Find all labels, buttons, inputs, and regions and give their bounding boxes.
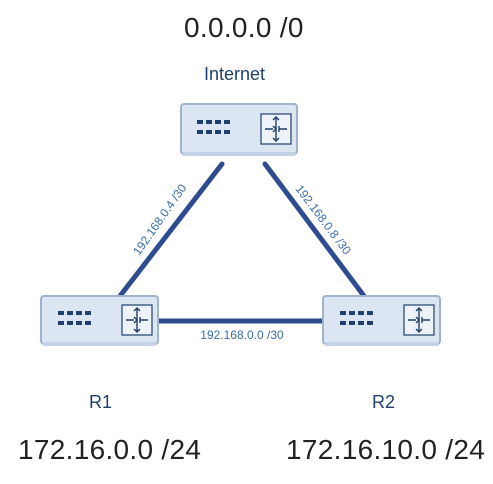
r1-network-label: 172.16.0.0 /24: [18, 434, 202, 465]
router-arrows-icon: [403, 304, 435, 336]
link-label-internet-r2: 192.168.0.8 /30: [293, 182, 355, 257]
router-r2: [322, 295, 441, 346]
link-internet-r1: [117, 161, 225, 299]
r1-label: R1: [89, 392, 113, 412]
router-r1: [40, 295, 159, 346]
internet-label: Internet: [204, 64, 266, 84]
router-internet: [180, 103, 298, 156]
link-label-r1-r2: 192.168.0.0 /30: [200, 328, 284, 342]
r2-label: R2: [372, 392, 396, 412]
r2-network-label: 172.16.10.0 /24: [286, 434, 486, 465]
top-route-label: 0.0.0.0 /0: [184, 12, 304, 43]
router-arrows-icon: [260, 113, 292, 145]
router-arrows-icon: [121, 304, 153, 336]
link-internet-r2: [262, 161, 367, 299]
